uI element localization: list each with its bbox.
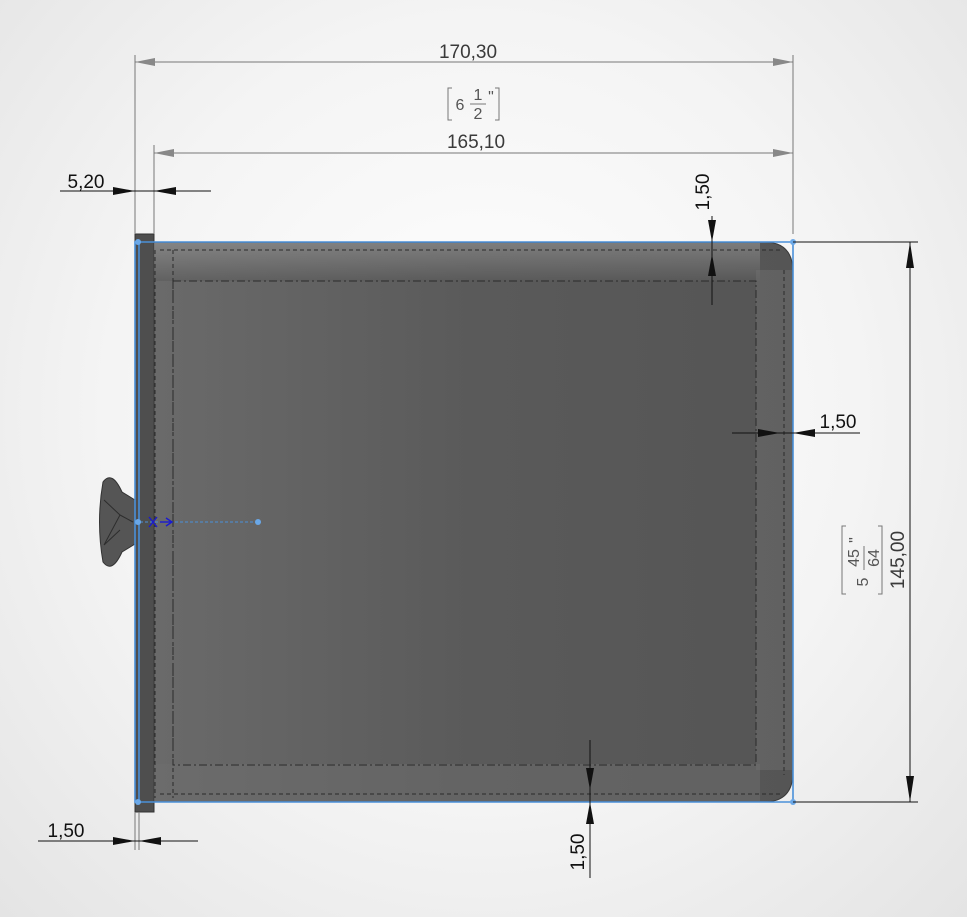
dim-overall-width[interactable]: 170,30: [134, 42, 794, 234]
svg-text:1: 1: [474, 87, 483, 104]
svg-text:64: 64: [866, 549, 883, 567]
handle[interactable]: [99, 477, 136, 567]
dim-inner-width-label: 165,10: [447, 132, 505, 153]
dim-overall-width-label: 170,30: [439, 42, 497, 63]
origin-icon: [148, 516, 174, 528]
dim-height[interactable]: 145,00 5 45 64 ": [793, 241, 918, 803]
svg-text:": ": [847, 537, 864, 543]
dim-bottom-wall[interactable]: 1,50: [568, 740, 594, 878]
dim-left-wall-label: 1,50: [48, 821, 85, 842]
dim-right-wall-label: 1,50: [820, 412, 857, 433]
svg-text:": ": [488, 89, 494, 106]
dim-height-inch: 5 45 64 ": [841, 525, 883, 595]
svg-text:2: 2: [474, 106, 483, 123]
svg-text:6: 6: [456, 97, 465, 114]
dim-top-wall[interactable]: 1,50: [693, 174, 716, 305]
top-rim: [154, 243, 760, 281]
dim-top-wall-label: 1,50: [693, 174, 714, 211]
dim-height-label: 145,00: [888, 531, 909, 589]
tray-body[interactable]: [153, 241, 794, 803]
selection-vertex[interactable]: [135, 799, 141, 805]
dim-right-wall[interactable]: 1,50: [732, 412, 860, 437]
dim-left-wall[interactable]: 1,50: [38, 812, 198, 850]
selection-vertex[interactable]: [135, 239, 141, 245]
sketch-point[interactable]: [135, 519, 141, 525]
sketch-point[interactable]: [255, 519, 261, 525]
svg-text:45: 45: [846, 549, 863, 567]
bottom-rim: [154, 764, 760, 801]
dim-inner-width[interactable]: 165,10 6 1 2 ": [153, 87, 793, 234]
dim-flange-thickness[interactable]: 5,20: [60, 172, 211, 195]
tray-part[interactable]: [99, 233, 797, 813]
right-rim: [756, 270, 792, 770]
dim-bottom-wall-label: 1,50: [568, 834, 589, 871]
svg-text:5: 5: [855, 577, 872, 586]
handle-detail: [103, 499, 134, 546]
dim-flange-thickness-label: 5,20: [68, 172, 105, 193]
dim-inner-width-inch: 6 1 2 ": [447, 87, 500, 123]
